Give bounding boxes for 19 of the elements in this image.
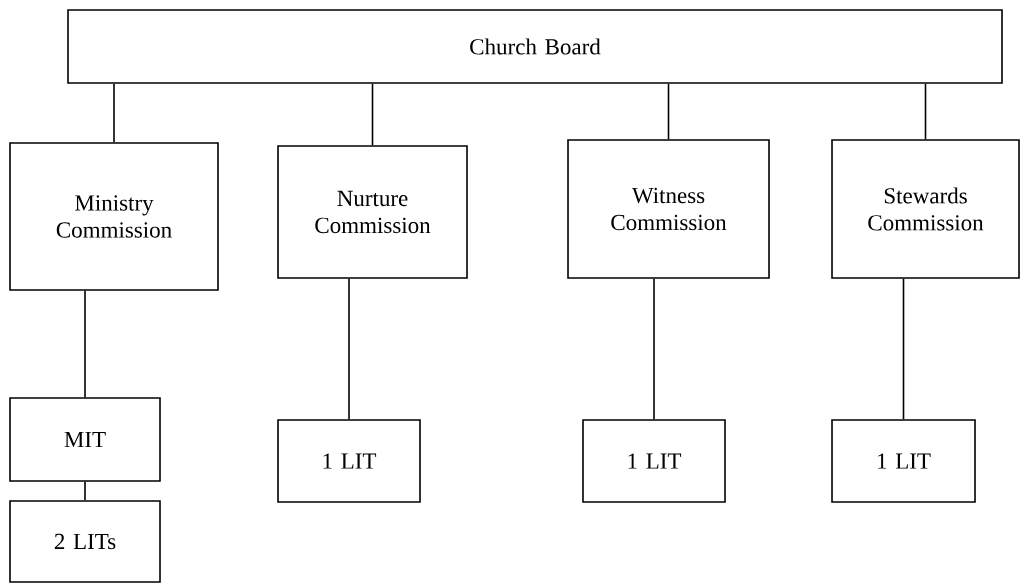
connector-line (113, 83, 115, 143)
connector-line (348, 278, 350, 420)
org-box: Church Board (67, 9, 1003, 84)
org-box: 1 LIT (582, 419, 726, 503)
org-box: Stewards Commission (831, 139, 1020, 279)
org-box: 1 LIT (277, 419, 421, 503)
org-box: Ministry Commission (9, 142, 219, 291)
connector-line (924, 83, 927, 140)
org-box: 2 LITs (9, 500, 161, 583)
connector-line (84, 481, 86, 501)
org-box: MIT (9, 397, 161, 482)
org-box: 1 LIT (831, 419, 976, 503)
connector-line (667, 83, 670, 140)
connector-line (371, 83, 374, 146)
connector-line (653, 278, 655, 420)
connector-line (84, 290, 86, 398)
org-box: Witness Commission (567, 139, 770, 279)
org-box: Nurture Commission (277, 145, 468, 279)
connector-line (902, 278, 905, 420)
